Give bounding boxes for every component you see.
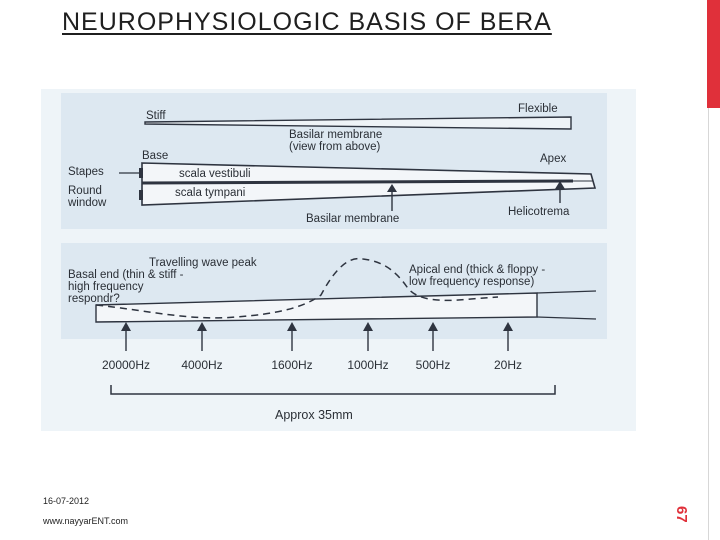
wave-peak-label: Travelling wave peak	[149, 257, 257, 269]
base-label: Base	[142, 150, 168, 162]
basilar-view-label-line2: (view from above)	[289, 141, 381, 153]
frequency-arrow-head	[121, 322, 131, 331]
frequency-label: 500Hz	[416, 358, 451, 372]
basal-end-label-line3: respondr?	[68, 293, 120, 305]
length-bracket	[110, 385, 556, 395]
cochlea-diagram-photo: Stiff Flexible Basilar membrane (view fr…	[41, 89, 636, 431]
helicotrema-arrow-head	[555, 181, 565, 189]
basilar-view-label-line1: Basilar membrane	[289, 129, 382, 141]
frequency-arrows: 20000Hz 4000Hz 1600Hz 1000Hz 500Hz 20Hz	[102, 322, 522, 372]
accent-bar	[707, 0, 720, 108]
basal-end-label-line1: Basal end (thin & stiff -	[68, 269, 184, 281]
stapes-mark	[139, 168, 143, 178]
frequency-label: 20Hz	[494, 358, 522, 372]
round-window-mark	[139, 190, 143, 200]
strip-top-extension	[536, 290, 597, 294]
slide-title: NEUROPHYSIOLOGIC BASIS OF BERA	[62, 8, 552, 36]
frequency-arrow-head	[428, 322, 438, 331]
frequency-arrow-head	[503, 322, 513, 331]
basilar-membrane-line	[141, 179, 574, 185]
frequency-arrow-head	[287, 322, 297, 331]
strip-bottom-extension	[536, 316, 597, 320]
travelling-wave-curve	[95, 257, 499, 319]
frequency-label: 4000Hz	[181, 358, 222, 372]
helicotrema-label: Helicotrema	[508, 206, 570, 218]
stiffness-gradient-wedge	[144, 116, 572, 130]
cochlea-diagram: Stiff Flexible Basilar membrane (view fr…	[61, 93, 607, 422]
scala-tympani-label: scala tympani	[175, 187, 245, 199]
frequency-arrow-head	[363, 322, 373, 331]
basilar-membrane-arrow-head	[387, 184, 397, 192]
flexible-label: Flexible	[518, 103, 558, 115]
top-panel	[61, 93, 607, 229]
round-window-label-line1: Round	[68, 185, 102, 197]
right-divider	[708, 108, 709, 540]
length-label: Approx 35mm	[275, 408, 353, 422]
scala-vestibuli-label: scala vestibuli	[179, 168, 251, 180]
apical-end-label-line2: low frequency response)	[409, 276, 534, 288]
round-window-label-line2: window	[67, 197, 107, 209]
frequency-label: 1000Hz	[347, 358, 388, 372]
basilar-membrane-label: Basilar membrane	[306, 213, 399, 225]
basal-end-label-line2: high frequency	[68, 281, 144, 293]
stiff-label: Stiff	[146, 110, 166, 122]
frequency-arrow-head	[197, 322, 207, 331]
website-link[interactable]: www.nayyarENT.com	[43, 516, 129, 526]
frequency-label: 20000Hz	[102, 358, 150, 372]
slide-date: 16-07-2012	[43, 496, 90, 506]
page-number: 67	[673, 506, 690, 523]
apex-label: Apex	[540, 153, 566, 165]
apical-end-label-line1: Apical end (thick & floppy -	[409, 264, 545, 276]
stapes-label: Stapes	[68, 166, 104, 178]
bottom-panel	[61, 243, 607, 339]
frequency-label: 1600Hz	[271, 358, 312, 372]
